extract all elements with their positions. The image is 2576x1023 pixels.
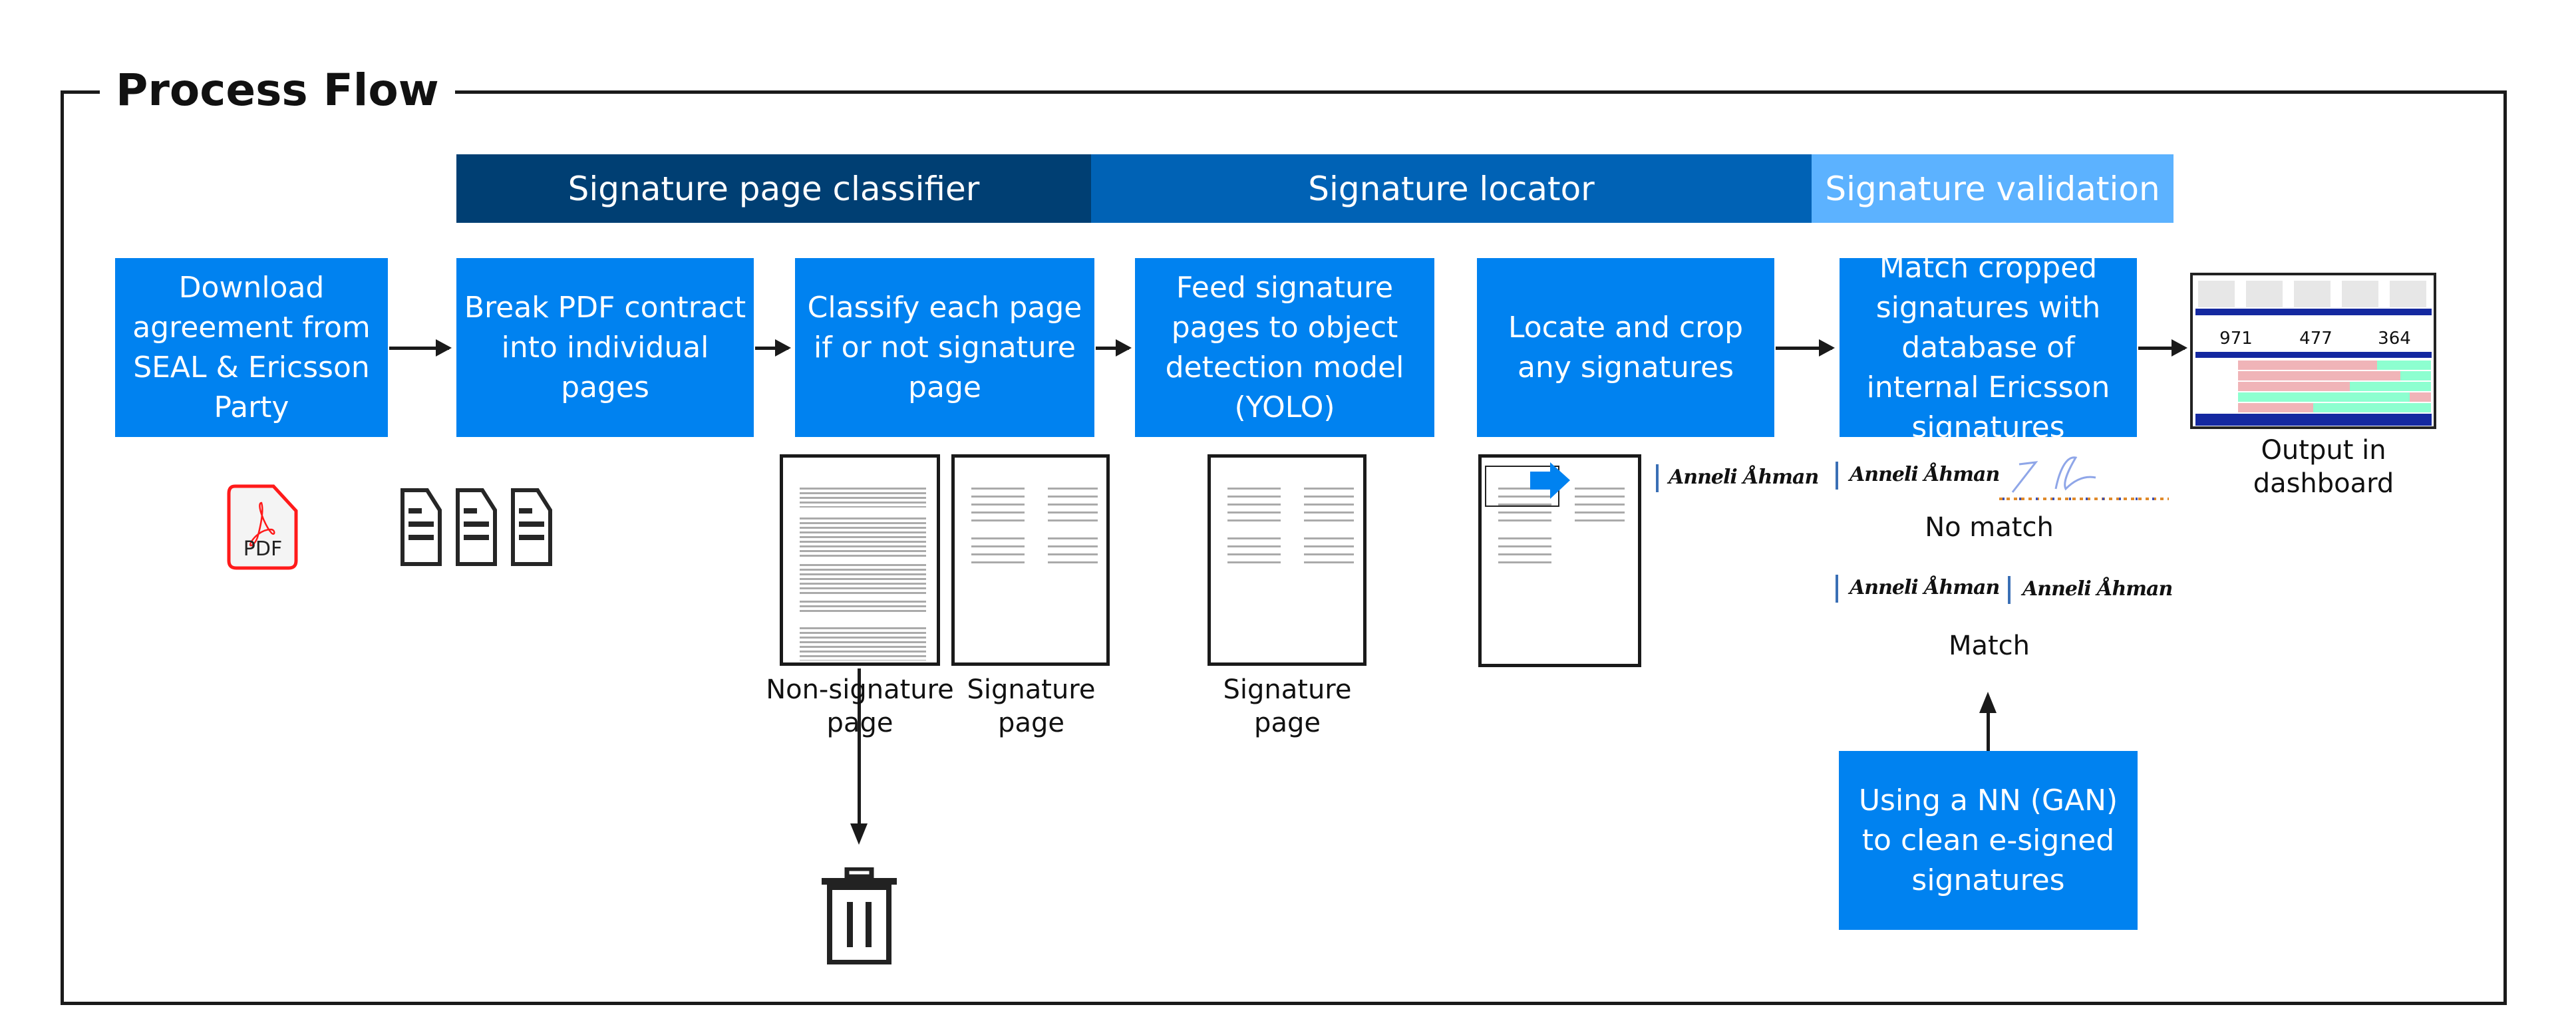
- stage-signature-page-classifier: Signature page classifier: [456, 154, 1091, 223]
- arrow-right: [1096, 339, 1132, 357]
- signature-page-thumbnail: [1208, 454, 1367, 666]
- arrow-right: [389, 339, 452, 357]
- cropped-signature: Anneli Åhman: [1669, 466, 1819, 489]
- dashboard-bar-green: [2400, 371, 2431, 380]
- trash-icon: [822, 866, 897, 967]
- dashboard-bar-red: [2238, 403, 2314, 412]
- arrow-right: [1776, 339, 1835, 357]
- diagram-frame: [61, 90, 2507, 1005]
- kpi-documents: 971: [2219, 329, 2253, 349]
- step-match-signatures: Match cropped signatures with database o…: [1840, 251, 2137, 444]
- kpi-suppliers: 364: [2378, 329, 2411, 349]
- diagram-title: Process Flow: [100, 64, 455, 117]
- arrow-down: [858, 668, 861, 828]
- arrow-up: [1987, 712, 1990, 751]
- pdf-file-icon: PDF: [227, 484, 299, 570]
- caption-match: Match: [1948, 631, 2030, 661]
- caption-signature-page: Signature page: [967, 674, 1096, 738]
- signature-bar: [1656, 464, 1659, 492]
- e-signature-scribble: [1999, 452, 2172, 505]
- signature-reference: Anneli Åhman: [2022, 577, 2173, 601]
- document-icon: [456, 488, 497, 569]
- caption-signature-page: Signature page: [1223, 674, 1352, 738]
- dashboard-bar-red: [2410, 392, 2431, 402]
- document-icon: [401, 488, 442, 569]
- dashboard-thumbnail: 971 477 364: [2190, 273, 2436, 429]
- arrow-right: [755, 339, 791, 357]
- step-feed-yolo: Feed signature pages to object detection…: [1135, 258, 1434, 437]
- dashboard-bar-red: [2238, 371, 2400, 380]
- dashboard-bar-green: [2350, 382, 2431, 391]
- signature-bar: [1836, 575, 1838, 603]
- non-signature-page-thumbnail: [780, 454, 940, 666]
- located-signature-page-thumbnail: [1478, 454, 1641, 667]
- arrow-right: [2138, 339, 2187, 357]
- stage-signature-validation: Signature validation: [1812, 154, 2174, 223]
- arrow-up-head: [1979, 692, 1997, 713]
- signature-bar: [2008, 576, 2011, 604]
- step-gan-clean: Using a NN (GAN) to clean e-signed signa…: [1839, 751, 2138, 930]
- kpi-second: 477: [2299, 329, 2333, 349]
- signature-candidate: Anneli Åhman: [1850, 463, 2000, 486]
- caption-non-signature-page: Non-signature page: [766, 674, 954, 738]
- step-locate-crop: Locate and crop any signatures: [1477, 258, 1774, 437]
- signature-candidate: Anneli Åhman: [1850, 576, 2000, 599]
- document-icon: [511, 488, 552, 569]
- crop-arrow-icon: [1530, 462, 1570, 502]
- stage-signature-locator: Signature locator: [1091, 154, 1812, 223]
- dashboard-bar-red: [2238, 382, 2350, 391]
- dashboard-bar-green: [2238, 392, 2410, 402]
- detailed-view-button[interactable]: [2195, 414, 2432, 426]
- dashboard-bar-green: [2313, 403, 2431, 412]
- step-download-agreement: Download agreement from SEAL & Ericsson …: [115, 258, 388, 437]
- signature-page-thumbnail: [951, 454, 1110, 666]
- signature-bar: [1836, 462, 1838, 490]
- caption-no-match: No match: [1925, 512, 2054, 543]
- dashboard-bar-red: [2238, 361, 2377, 370]
- step-break-pdf: Break PDF contract into individual pages: [456, 258, 754, 437]
- dashboard-bar-green: [2376, 361, 2431, 370]
- pdf-label: PDF: [243, 537, 283, 561]
- step-classify-page: Classify each page if or not signature p…: [795, 258, 1094, 437]
- caption-output-dashboard: Output in dashboard: [2253, 435, 2394, 499]
- arrow-down-head: [850, 823, 868, 845]
